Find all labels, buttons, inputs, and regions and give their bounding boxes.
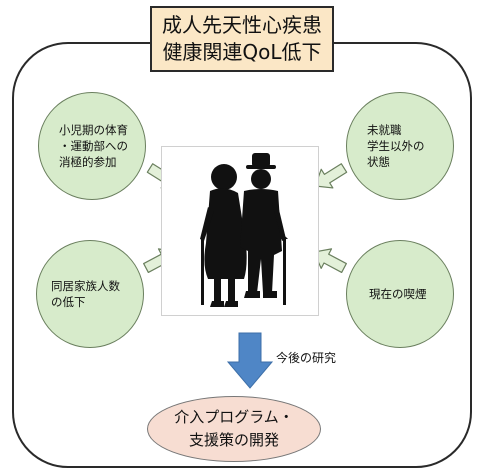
outcome-line-1: 介入プログラム・ — [174, 408, 294, 426]
factor-text: 小児期の体育 — [59, 123, 128, 137]
elderly-couple-image — [161, 146, 319, 316]
factor-text: 同居家族人数 — [51, 279, 120, 293]
outcome-line-2: 支援策の開発 — [188, 431, 279, 449]
factor-text: 未就職 — [367, 123, 402, 137]
title-line-1: 成人先天性心疾患 — [162, 13, 322, 37]
factor-smoking: 現在の喫煙 — [346, 240, 454, 348]
factor-unemployment: 未就職 学生以外の 状態 — [346, 92, 454, 200]
outcome-ellipse: 介入プログラム・ 支援策の開発 — [147, 396, 321, 462]
factor-text: 学生以外の — [367, 139, 425, 153]
title-box: 成人先天性心疾患 健康関連QoL低下 — [150, 6, 334, 72]
arrow-bottom-right — [313, 248, 347, 274]
title-line-2: 健康関連QoL低下 — [162, 40, 322, 64]
factor-text: 状態 — [367, 155, 390, 169]
factor-text: ・運動部への — [59, 139, 128, 153]
down-arrow — [226, 332, 274, 389]
factor-text: 消極的参加 — [59, 155, 117, 169]
factor-childhood-sports: 小児期の体育 ・運動部への 消極的参加 — [38, 92, 146, 200]
factor-household-size: 同居家族人数 の低下 — [36, 240, 144, 348]
factor-text: の低下 — [51, 295, 86, 309]
elderly-couple-silhouette-icon — [200, 153, 288, 307]
factor-text: 現在の喫煙 — [369, 287, 427, 301]
future-research-label: 今後の研究 — [276, 351, 337, 365]
